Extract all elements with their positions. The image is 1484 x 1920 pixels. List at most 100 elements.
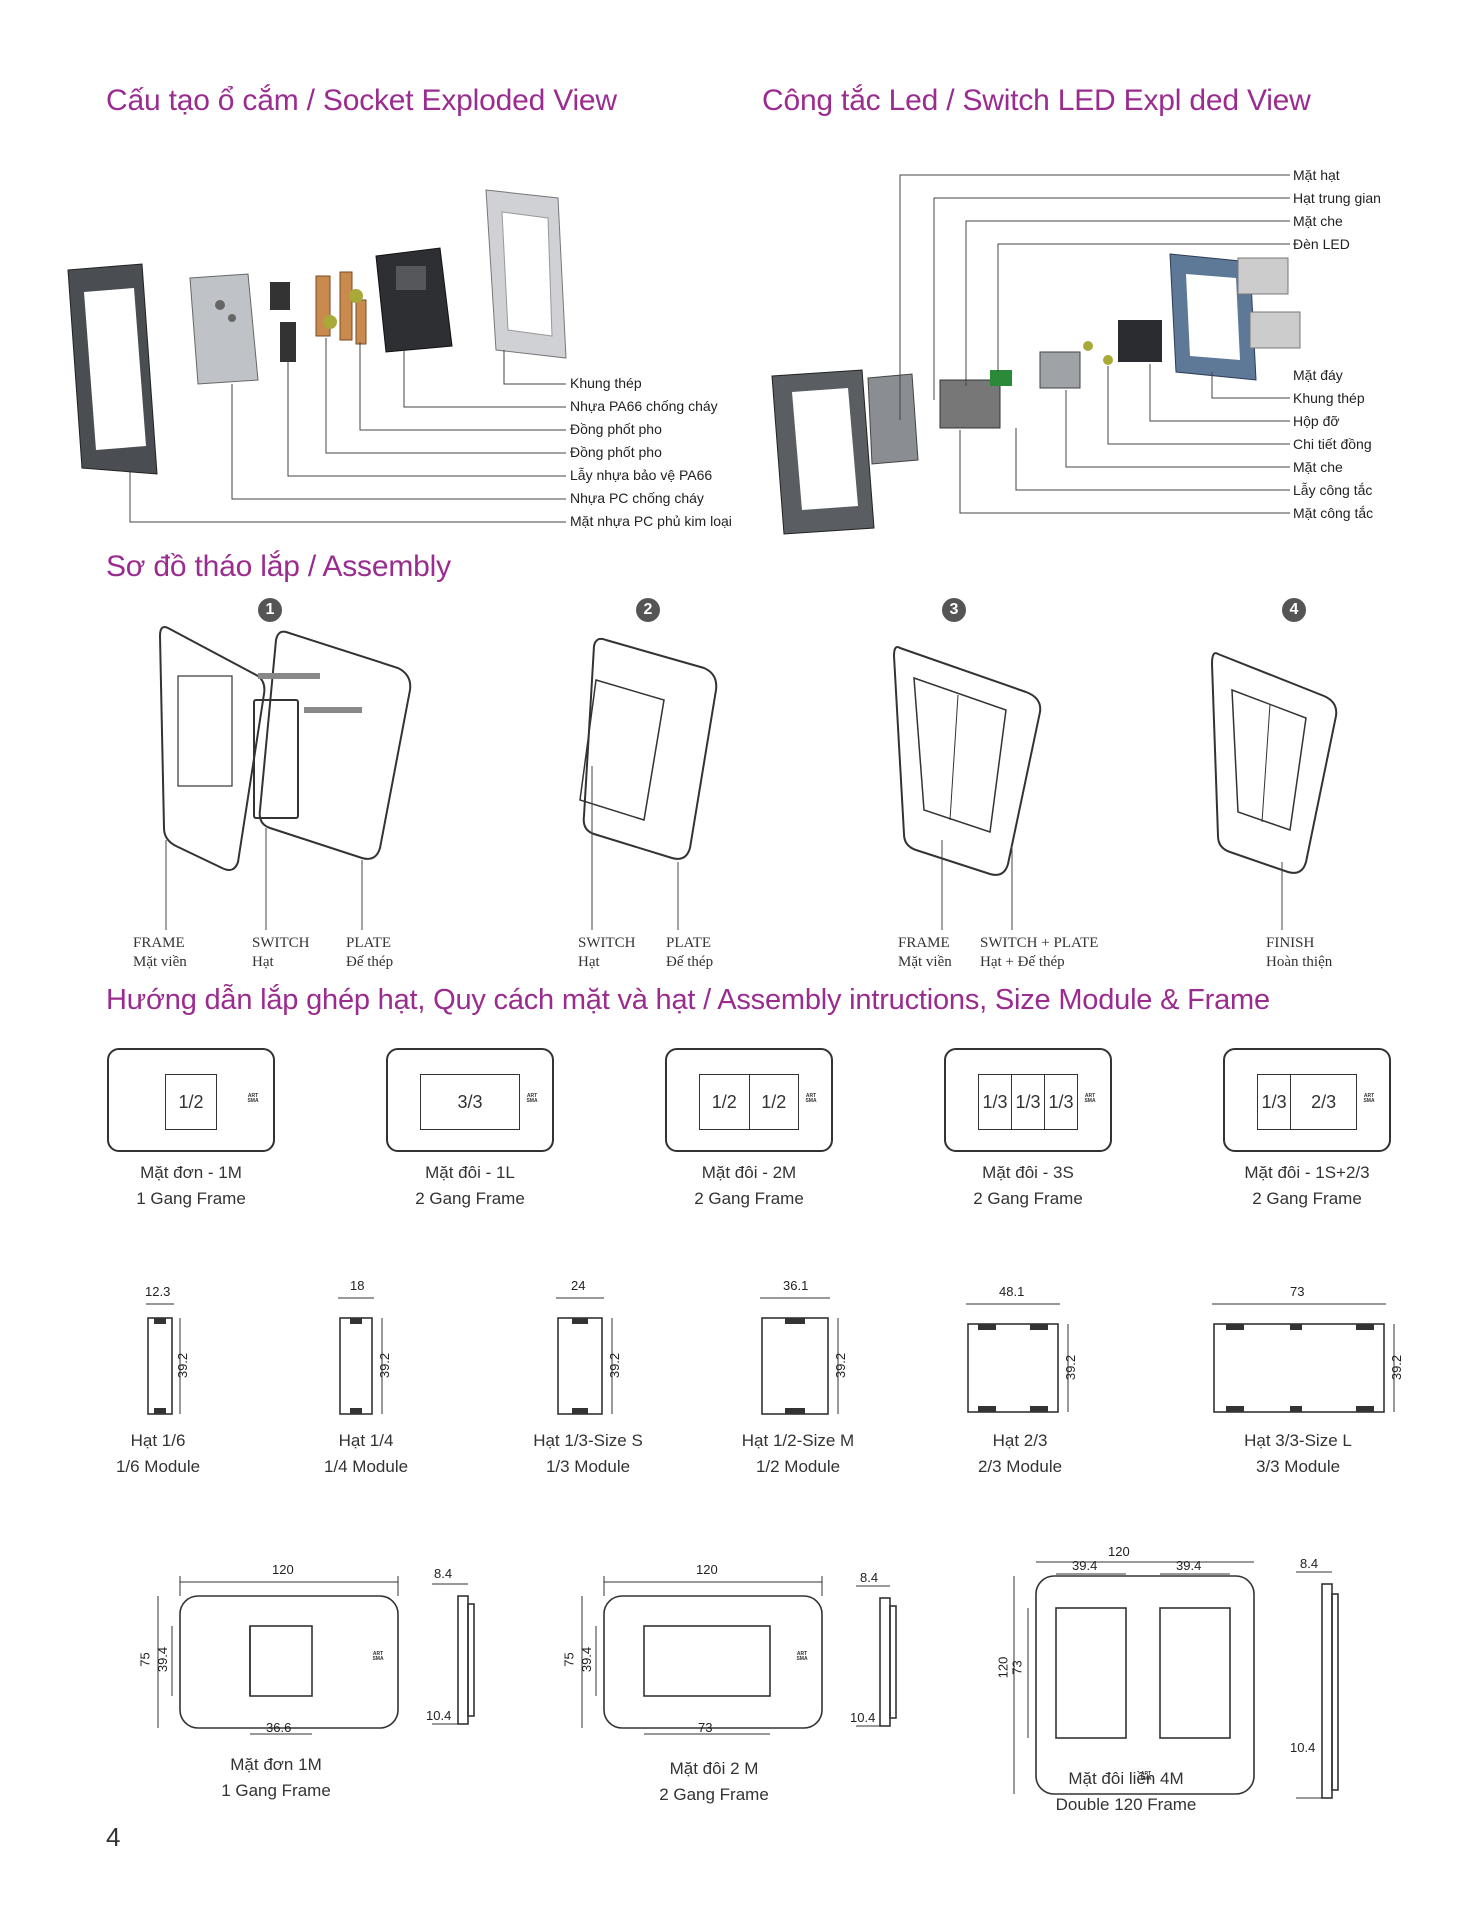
opening-width-dim: 39.4 bbox=[1072, 1558, 1098, 1573]
depth-bottom-dim: 10.4 bbox=[1290, 1740, 1316, 1755]
frame-width-dim: 120 bbox=[272, 1562, 294, 1577]
module-width: 48.1 bbox=[999, 1284, 1025, 1299]
module-width: 18 bbox=[350, 1278, 365, 1293]
frame-width-dim: 120 bbox=[696, 1562, 718, 1577]
module-height: 39.2 bbox=[1389, 1354, 1405, 1381]
module-1-6 bbox=[147, 1317, 173, 1415]
switch-label: Khung thép bbox=[1293, 390, 1365, 406]
switch-label: Mặt che bbox=[1293, 459, 1343, 475]
module-height: 39.2 bbox=[175, 1352, 191, 1379]
frame-width-dim: 120 bbox=[1108, 1544, 1130, 1559]
brand-logo: ART SMA bbox=[1140, 1771, 1152, 1782]
module-slot: 3/3 bbox=[420, 1074, 520, 1130]
switch-label: Hộp đỡ bbox=[1293, 413, 1340, 429]
switch-label: Mặt hạt bbox=[1293, 167, 1340, 183]
module-1-4 bbox=[339, 1317, 373, 1415]
frame-1l: 3/3 ART SMA bbox=[386, 1048, 554, 1152]
brand-logo: ART SMA bbox=[247, 1093, 259, 1104]
heading-socket-exploded: Cấu tạo ổ cắm / Socket Exploded View bbox=[106, 84, 617, 117]
opening-width-dim: 39.4 bbox=[1176, 1558, 1202, 1573]
module-height: 39.2 bbox=[607, 1352, 623, 1379]
switch-label: Mặt đáy bbox=[1293, 367, 1343, 383]
frame-height-dim: 75 bbox=[137, 1652, 153, 1667]
module-height: 39.2 bbox=[377, 1352, 393, 1379]
switch-label: Mặt công tắc bbox=[1293, 505, 1374, 521]
module-1-3 bbox=[557, 1317, 603, 1415]
switch-label: Mặt che bbox=[1293, 213, 1343, 229]
step-badge-2: 2 bbox=[636, 598, 660, 622]
socket-label: Nhựa PA66 chống cháy bbox=[570, 398, 718, 414]
heading-instructions: Hướng dẫn lắp ghép hạt, Quy cách mặt và … bbox=[106, 984, 1270, 1016]
heading-assembly: Sơ đồ tháo lắp / Assembly bbox=[106, 550, 451, 583]
module-height: 39.2 bbox=[1063, 1354, 1079, 1381]
page-number: 4 bbox=[106, 1822, 121, 1852]
depth-top-dim: 8.4 bbox=[860, 1570, 879, 1585]
socket-label: Lẫy nhựa bảo vệ PA66 bbox=[570, 467, 713, 483]
frame-height-dim: 75 bbox=[561, 1652, 577, 1667]
opening-height-dim: 39.4 bbox=[579, 1646, 595, 1673]
socket-label: Khung thép bbox=[570, 375, 642, 391]
opening-height-dim: 39.4 bbox=[155, 1646, 171, 1673]
opening-width-dim: 73 bbox=[698, 1720, 713, 1735]
step-badge-1: 1 bbox=[258, 598, 282, 622]
switch-label: Lẫy công tắc bbox=[1293, 482, 1373, 498]
socket-label: Đồng phốt pho bbox=[570, 444, 662, 460]
depth-top-dim: 8.4 bbox=[1300, 1556, 1319, 1571]
switch-label: Hạt trung gian bbox=[1293, 190, 1381, 206]
brand-logo: ART SMA bbox=[1363, 1093, 1375, 1104]
module-height: 39.2 bbox=[833, 1352, 849, 1379]
module-width: 73 bbox=[1290, 1284, 1305, 1299]
frame-1m: 1/2 ART SMA bbox=[107, 1048, 275, 1152]
module-width: 36.1 bbox=[783, 1278, 809, 1293]
module-width: 12.3 bbox=[145, 1284, 171, 1299]
module-1-2 bbox=[761, 1317, 829, 1415]
socket-label: Mặt nhựa PC phủ kim loại bbox=[570, 513, 732, 529]
socket-label: Nhựa PC chống cháy bbox=[570, 490, 704, 506]
opening-height-dim: 73 bbox=[1009, 1660, 1025, 1675]
brand-logo: ART SMA bbox=[372, 1651, 384, 1662]
brand-logo: ART SMA bbox=[526, 1093, 538, 1104]
depth-bottom-dim: 10.4 bbox=[850, 1710, 876, 1725]
brand-logo: ART SMA bbox=[796, 1651, 808, 1662]
socket-label: Đồng phốt pho bbox=[570, 421, 662, 437]
module-2-3 bbox=[967, 1323, 1059, 1413]
brand-logo: ART SMA bbox=[1084, 1093, 1096, 1104]
depth-bottom-dim: 10.4 bbox=[426, 1708, 452, 1723]
depth-top-dim: 8.4 bbox=[434, 1566, 453, 1581]
opening-width-dim: 36.6 bbox=[266, 1720, 292, 1735]
module-3-3 bbox=[1213, 1323, 1385, 1413]
frame-height-dim: 120 bbox=[995, 1656, 1011, 1679]
